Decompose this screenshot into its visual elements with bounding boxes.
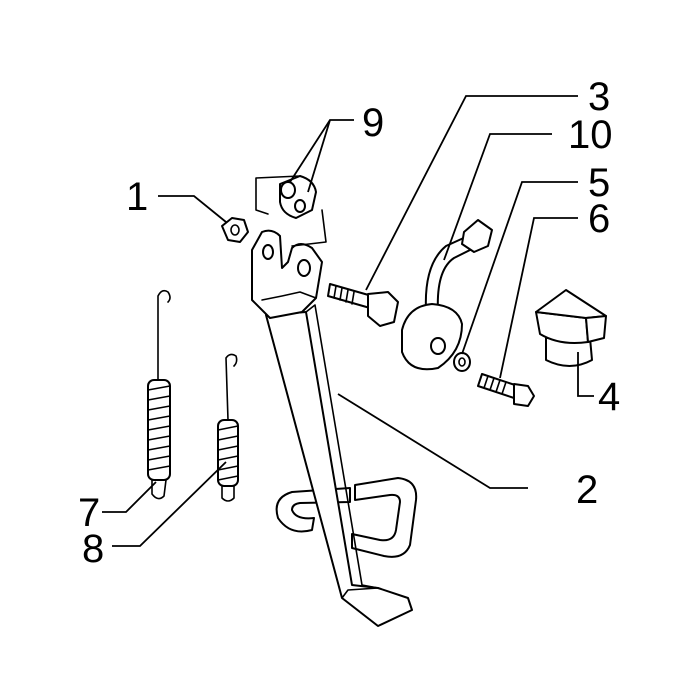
long-spring-hook-bottom xyxy=(151,479,167,500)
short-spring-part xyxy=(217,353,239,502)
washer-part xyxy=(453,352,471,372)
stand-bracket-hole-left xyxy=(262,244,274,260)
long-spring-part xyxy=(147,289,171,500)
callout-3: 3 xyxy=(588,75,610,119)
switch-disc-hole xyxy=(430,337,446,355)
callout-8: 8 xyxy=(82,527,104,571)
short-spring-hook-bottom xyxy=(221,485,235,502)
switch-connector xyxy=(461,219,493,253)
leader-8 xyxy=(112,461,227,547)
stand-bracket-inner xyxy=(261,291,317,301)
stand-leg xyxy=(265,311,413,627)
callout-5: 5 xyxy=(588,161,610,205)
rubber-pad-top xyxy=(535,289,607,319)
switch-disc xyxy=(401,303,463,371)
long-spring-turns xyxy=(147,385,171,471)
rubber-pad-side xyxy=(585,315,607,343)
callout-9: 9 xyxy=(362,101,384,145)
leader-2 xyxy=(337,393,528,489)
bolt-head xyxy=(367,291,399,327)
leader-lines xyxy=(102,95,594,547)
leader-4 xyxy=(577,352,594,397)
bushing-end xyxy=(280,181,296,199)
leader-3 xyxy=(365,95,578,291)
washer-hole xyxy=(458,357,466,367)
bushing-bore xyxy=(294,199,306,213)
nut-part xyxy=(221,217,249,243)
callout-1: 1 xyxy=(126,175,148,219)
stand-leg-edge xyxy=(305,304,379,589)
callout-2: 2 xyxy=(576,468,598,512)
leader-10 xyxy=(443,133,552,261)
leader-1 xyxy=(158,195,227,223)
callout-6: 6 xyxy=(588,197,610,241)
bolt-part xyxy=(327,283,399,327)
leader-7 xyxy=(102,481,157,513)
rubber-pad-part xyxy=(535,289,607,367)
leader-9a xyxy=(289,119,354,183)
leader-9b xyxy=(307,119,331,193)
stand-foot-loop xyxy=(351,477,418,558)
leader-6 xyxy=(499,217,578,379)
stand-switch-part xyxy=(401,219,493,371)
short-spring-hook-top xyxy=(225,353,238,421)
bushing-part xyxy=(255,175,327,247)
stand-foot-edge xyxy=(341,587,379,599)
long-spring-hook-top xyxy=(157,289,171,381)
bolt-thread xyxy=(333,285,355,305)
callout-7: 7 xyxy=(78,491,100,535)
callout-10: 10 xyxy=(568,113,613,157)
stand-bracket-hole-right xyxy=(297,259,311,277)
short-spring-turns xyxy=(217,425,239,481)
side-stand-part xyxy=(251,229,418,627)
nut-hole xyxy=(230,224,240,236)
leader-5 xyxy=(461,181,578,355)
callout-labels: 1 2 3 4 5 6 7 8 9 10 xyxy=(78,75,620,571)
screw-part xyxy=(477,373,535,407)
screw-head xyxy=(513,383,535,407)
rubber-pad-stem xyxy=(545,337,593,367)
callout-4: 4 xyxy=(598,375,620,419)
screw-thread xyxy=(483,375,507,395)
